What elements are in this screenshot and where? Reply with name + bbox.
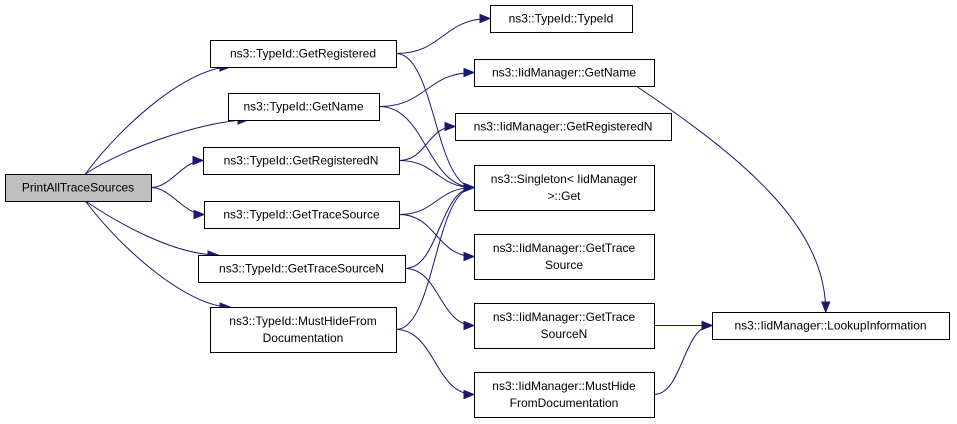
edge-iid_musthide-to-lookup: [653, 320, 714, 395]
node-label-line: ns3::IidManager::GetName: [492, 66, 636, 80]
node-box: [198, 255, 406, 283]
edge-gettracesource-to-singleton_get: [398, 182, 476, 215]
node-label-line: FromDocumentation: [510, 396, 619, 410]
edge-musthide-to-singleton_get: [395, 182, 476, 330]
node-iidmanager-getname[interactable]: ns3::IidManager::GetName: [474, 59, 655, 87]
node-box: [228, 93, 380, 121]
edge-root-to-getregisteredn: [150, 155, 205, 188]
arrowhead: [444, 121, 457, 132]
node-label-line: ns3::TypeId::MustHideFrom: [229, 314, 376, 328]
arrowhead: [463, 251, 476, 262]
node-box: [474, 59, 655, 87]
arrowhead: [463, 389, 476, 400]
edge-root-to-gettracesourcen: [85, 200, 220, 260]
node-typeid-gettracesourcen[interactable]: ns3::TypeId::GetTraceSourceN: [198, 255, 406, 283]
node-label-line: ns3::IidManager::LookupInformation: [734, 319, 926, 333]
edge-getregistered-to-typeid_ctor: [395, 13, 492, 54]
node-label-line: Source: [545, 258, 583, 272]
arrowhead: [463, 320, 476, 331]
node-label-line: ns3::IidManager::GetTrace: [493, 310, 636, 324]
node-box: [712, 312, 950, 340]
node-box: [474, 372, 655, 418]
node-iidmanager-gettracesource[interactable]: ns3::IidManager::GetTraceSource: [474, 234, 655, 280]
node-typeid-typeid[interactable]: ns3::TypeId::TypeId: [490, 5, 633, 33]
graph-nodes: PrintAllTraceSources ns3::TypeId::GetRegi…: [5, 5, 950, 418]
node-box: [474, 165, 655, 211]
node-typeid-getname[interactable]: ns3::TypeId::GetName: [228, 93, 380, 121]
edge-getname-to-iid_getname: [378, 67, 476, 107]
node-label-line: >::Get: [547, 189, 581, 203]
edge-gettracesourcen-to-iid_gettracesourcen: [404, 268, 476, 331]
arrowhead: [821, 301, 831, 314]
node-label-line: ns3::TypeId::GetRegisteredN: [224, 154, 379, 168]
graph-edges: [84, 13, 831, 400]
node-typeid-getregisteredn[interactable]: ns3::TypeId::GetRegisteredN: [203, 147, 400, 175]
node-label-line: ns3::TypeId::GetTraceSource: [223, 208, 380, 222]
node-label-line: Documentation: [263, 331, 344, 345]
root-node-printalltracesources[interactable]: PrintAllTraceSources: [5, 174, 152, 202]
node-iidmanager-lookupinformation[interactable]: ns3::IidManager::LookupInformation: [712, 312, 950, 340]
arrowhead: [479, 13, 492, 24]
arrowhead: [193, 209, 206, 220]
node-iidmanager-getregisteredn[interactable]: ns3::IidManager::GetRegisteredN: [455, 113, 672, 141]
node-box: [210, 40, 397, 68]
node-label-line: SourceN: [541, 327, 588, 341]
node-box: [474, 303, 655, 349]
node-label-line: ns3::Singleton< IidManager: [491, 172, 637, 186]
node-box: [474, 234, 655, 280]
node-label-line: ns3::IidManager::GetTrace: [493, 241, 636, 255]
edge-iid_getname-to-lookup: [635, 85, 831, 314]
node-label-line: ns3::TypeId::GetTraceSourceN: [219, 262, 384, 276]
node-typeid-gettracesource[interactable]: ns3::TypeId::GetTraceSource: [204, 201, 400, 229]
node-label-line: ns3::TypeId::GetName: [243, 100, 363, 114]
node-singleton-iidmanager-get[interactable]: ns3::Singleton< IidManager>::Get: [474, 165, 655, 211]
node-typeid-getregistered[interactable]: ns3::TypeId::GetRegistered: [210, 40, 397, 68]
node-box: [490, 5, 633, 33]
node-box: [455, 113, 672, 141]
edge-root-to-gettracesource: [150, 187, 206, 220]
node-label-line: PrintAllTraceSources: [22, 181, 134, 195]
node-iidmanager-musthidefromdocumentation[interactable]: ns3::IidManager::MustHideFromDocumentati…: [474, 372, 655, 418]
node-box: [203, 147, 400, 175]
node-box: [204, 201, 400, 229]
node-iidmanager-gettracesourcen[interactable]: ns3::IidManager::GetTraceSourceN: [474, 303, 655, 349]
edge-getregisteredn-to-iid_getregisteredn: [398, 121, 457, 161]
node-box: [210, 307, 397, 353]
edge-musthide-to-iid_musthide: [395, 329, 476, 400]
node-label-line: ns3::IidManager::MustHide: [492, 379, 636, 393]
arrowhead: [463, 182, 476, 193]
node-label-line: ns3::TypeId::GetRegistered: [230, 47, 376, 61]
node-label-line: ns3::TypeId::TypeId: [509, 12, 614, 26]
arrowhead: [701, 320, 714, 331]
arrowhead: [463, 67, 476, 78]
edge-getregisteredn-to-singleton_get: [398, 160, 476, 193]
node-label-line: ns3::IidManager::GetRegisteredN: [474, 120, 653, 134]
arrowhead: [192, 155, 205, 166]
node-box: [5, 174, 152, 202]
